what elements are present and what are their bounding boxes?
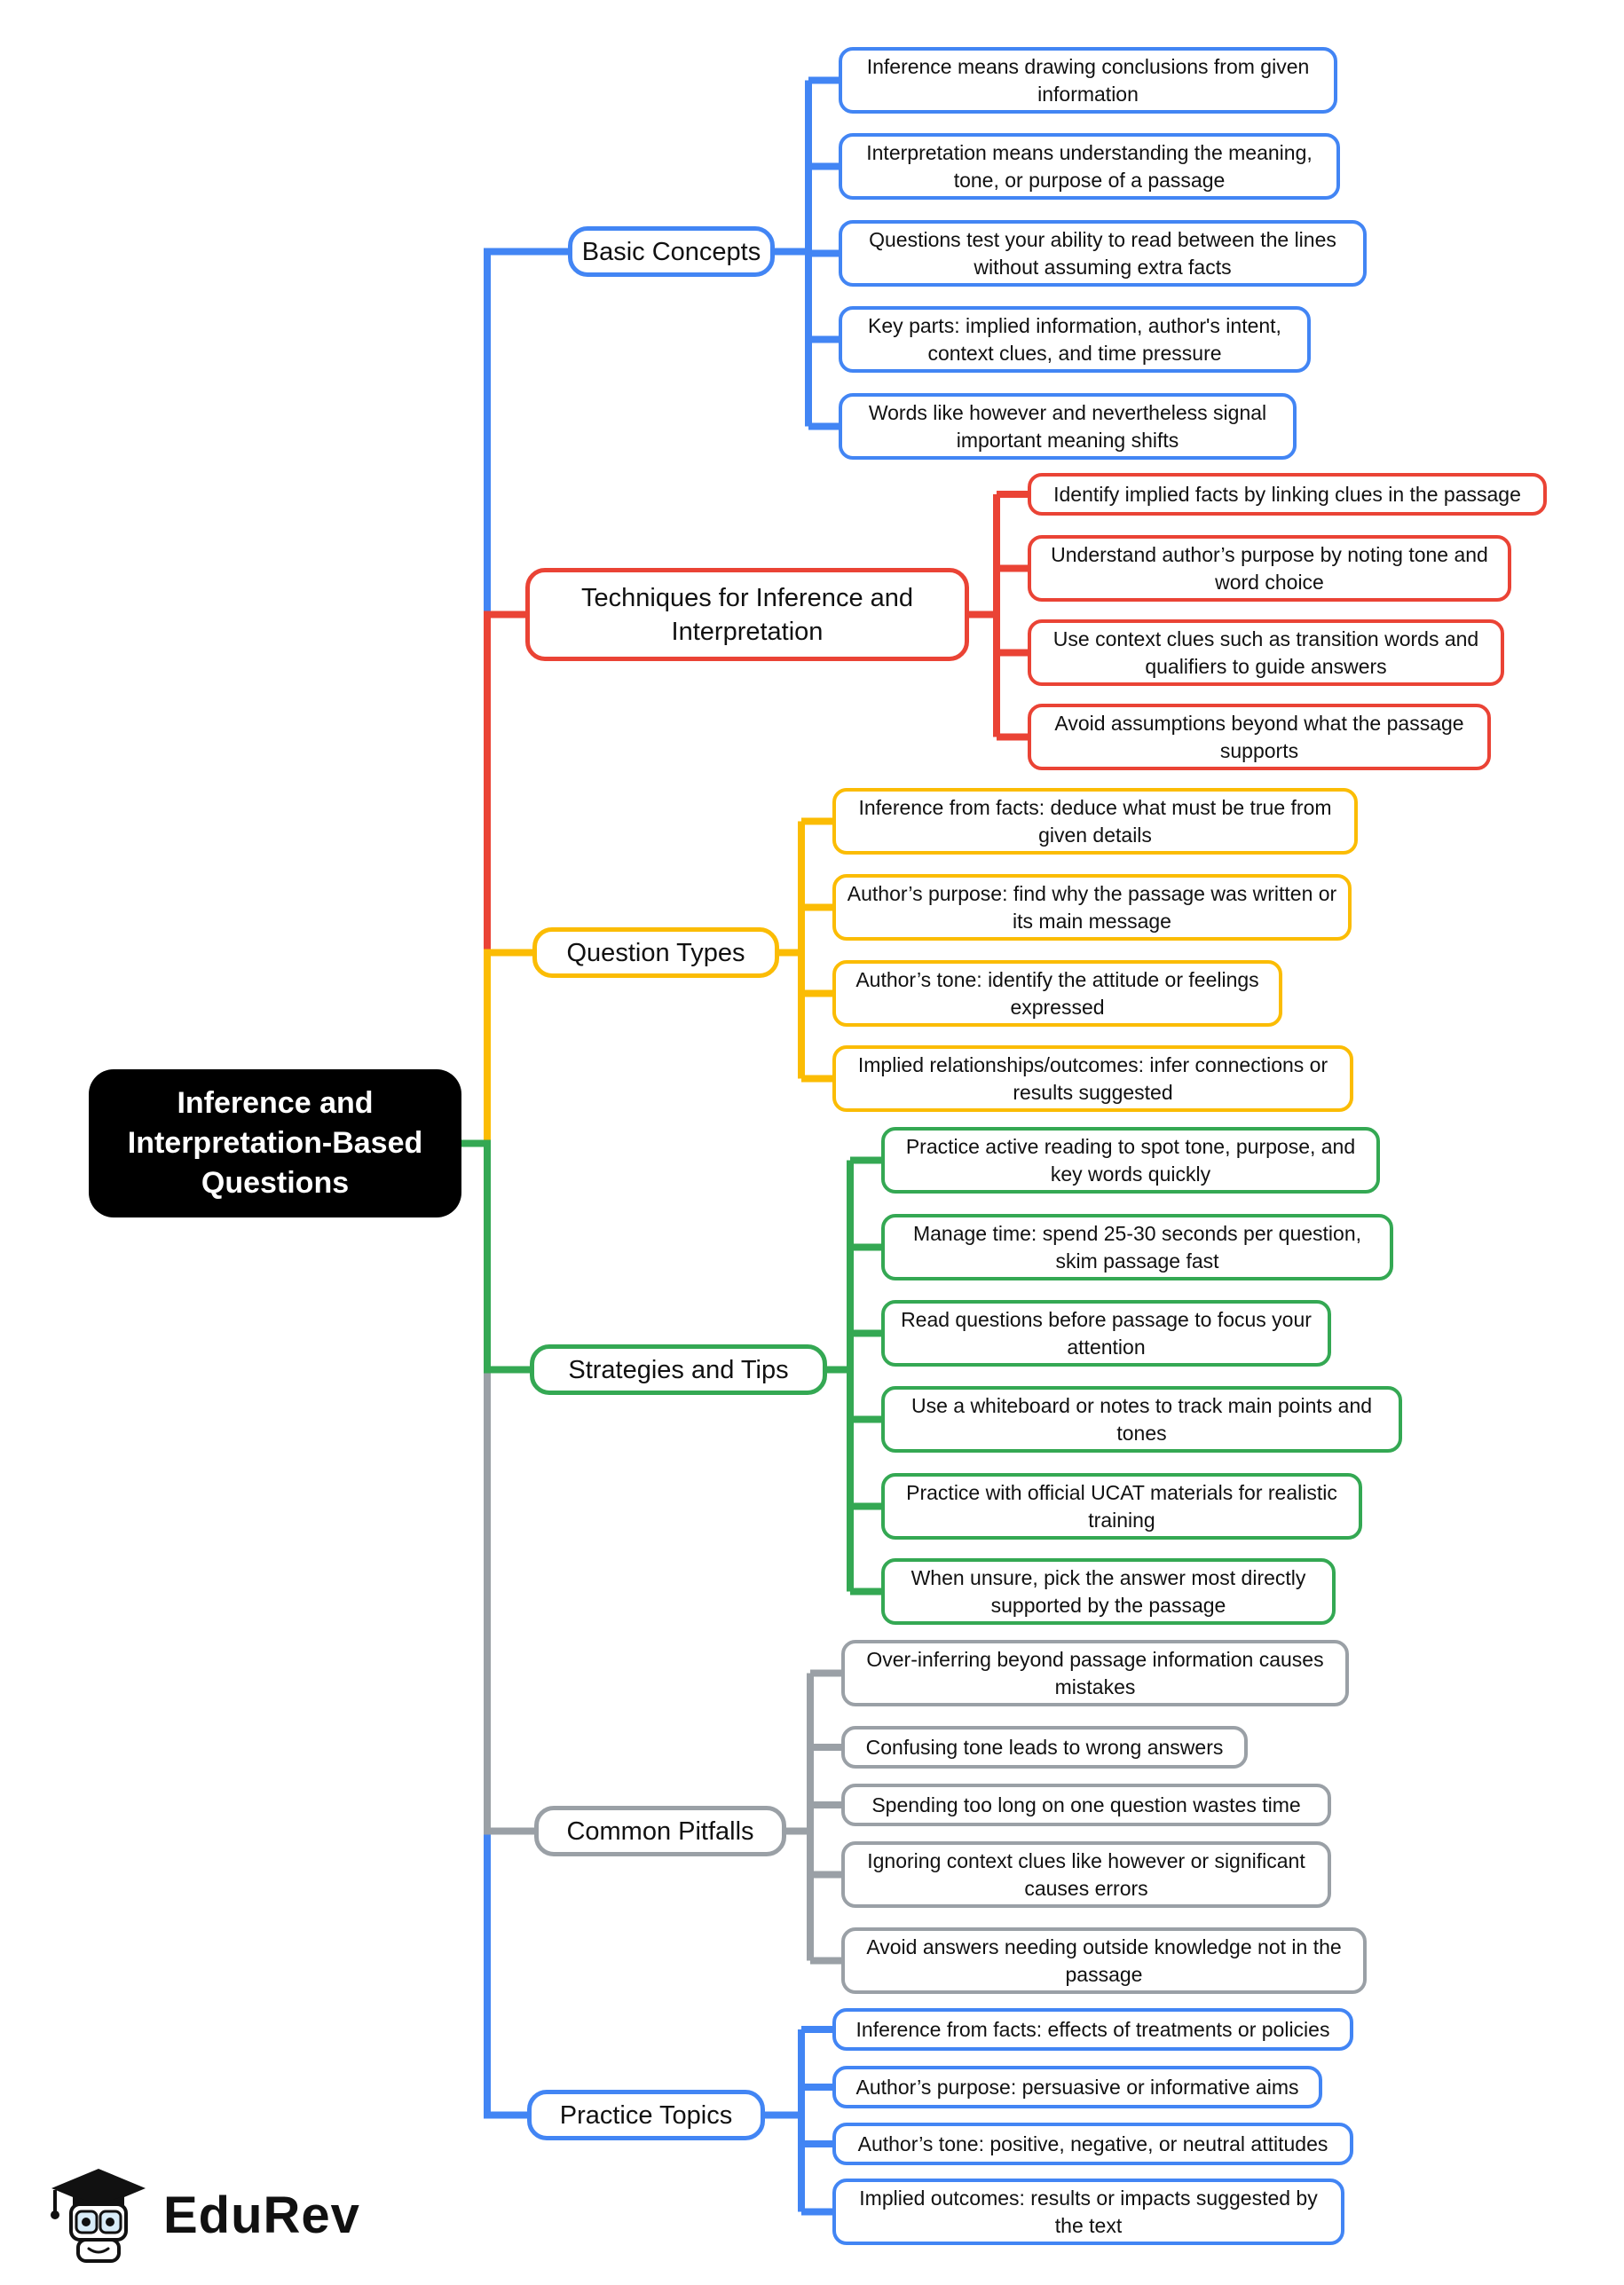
- leaf-strategies-5[interactable]: Practice with official UCAT materials fo…: [881, 1473, 1362, 1540]
- branch-common-pitfalls[interactable]: Common Pitfalls: [534, 1806, 786, 1856]
- branch-question-types[interactable]: Question Types: [532, 927, 779, 978]
- leaf-strategies-3[interactable]: Read questions before passage to focus y…: [881, 1300, 1331, 1367]
- leaf-connectors-strategies: [827, 1156, 881, 1596]
- leaf-connectors-common-pitfalls: [786, 1669, 841, 1965]
- leaf-strategies-6[interactable]: When unsure, pick the answer most direct…: [881, 1558, 1336, 1625]
- branch-techniques[interactable]: Techniques for Inference and Interpretat…: [525, 568, 969, 661]
- branch-basic-concepts[interactable]: Basic Concepts: [568, 226, 775, 277]
- leaf-techniques-2[interactable]: Understand author’s purpose by noting to…: [1028, 535, 1511, 602]
- leaf-connectors-practice-topics: [765, 2026, 832, 2216]
- leaf-basic-concepts-2[interactable]: Interpretation means understanding the m…: [839, 133, 1340, 200]
- leaf-common-pitfalls-1[interactable]: Over-inferring beyond passage informatio…: [841, 1640, 1349, 1706]
- edurev-logo-text: EduRev: [163, 2186, 360, 2244]
- connector-branch-question-types: [461, 949, 532, 1147]
- leaf-question-types-3[interactable]: Author’s tone: identify the attitude or …: [832, 960, 1282, 1027]
- leaf-techniques-3[interactable]: Use context clues such as transition wor…: [1028, 619, 1504, 686]
- leaf-practice-topics-2[interactable]: Author’s purpose: persuasive or informat…: [832, 2066, 1322, 2108]
- connector-branch-practice-topics: [461, 1139, 527, 2119]
- connector-branch-techniques: [461, 611, 525, 1147]
- leaf-basic-concepts-3[interactable]: Questions test your ability to read betw…: [839, 220, 1367, 287]
- root-node[interactable]: Inference and Interpretation-Based Quest…: [89, 1069, 461, 1217]
- leaf-strategies-1[interactable]: Practice active reading to spot tone, pu…: [881, 1127, 1380, 1194]
- leaf-basic-concepts-5[interactable]: Words like however and nevertheless sign…: [839, 393, 1297, 460]
- leaf-strategies-2[interactable]: Manage time: spend 25-30 seconds per que…: [881, 1214, 1393, 1280]
- leaf-connectors-basic-concepts: [775, 76, 839, 430]
- leaf-basic-concepts-1[interactable]: Inference means drawing conclusions from…: [839, 47, 1337, 114]
- edurev-mascot-icon: [51, 2169, 146, 2263]
- leaf-practice-topics-1[interactable]: Inference from facts: effects of treatme…: [832, 2008, 1353, 2051]
- leaf-common-pitfalls-4[interactable]: Ignoring context clues like however or s…: [841, 1841, 1331, 1908]
- branch-strategies[interactable]: Strategies and Tips: [530, 1344, 827, 1395]
- leaf-question-types-2[interactable]: Author’s purpose: find why the passage w…: [832, 874, 1352, 941]
- leaf-question-types-1[interactable]: Inference from facts: deduce what must b…: [832, 788, 1358, 855]
- connector-branch-strategies: [461, 1139, 530, 1374]
- leaf-practice-topics-4[interactable]: Implied outcomes: results or impacts sug…: [832, 2179, 1344, 2245]
- leaf-connectors-techniques: [969, 491, 1028, 741]
- leaf-connectors-question-types: [779, 817, 832, 1083]
- leaf-strategies-4[interactable]: Use a whiteboard or notes to track main …: [881, 1386, 1402, 1453]
- connector-branch-basic-concepts: [461, 248, 568, 1147]
- edurev-logo: EduRev: [46, 2165, 360, 2265]
- branch-practice-topics[interactable]: Practice Topics: [527, 2090, 765, 2140]
- leaf-techniques-4[interactable]: Avoid assumptions beyond what the passag…: [1028, 704, 1491, 770]
- leaf-common-pitfalls-3[interactable]: Spending too long on one question wastes…: [841, 1784, 1331, 1826]
- leaf-common-pitfalls-2[interactable]: Confusing tone leads to wrong answers: [841, 1726, 1248, 1769]
- leaf-basic-concepts-4[interactable]: Key parts: implied information, author's…: [839, 306, 1311, 373]
- leaf-question-types-4[interactable]: Implied relationships/outcomes: infer co…: [832, 1045, 1353, 1112]
- connector-branch-common-pitfalls: [461, 1139, 534, 1835]
- leaf-practice-topics-3[interactable]: Author’s tone: positive, negative, or ne…: [832, 2123, 1353, 2165]
- leaf-techniques-1[interactable]: Identify implied facts by linking clues …: [1028, 473, 1547, 516]
- leaf-common-pitfalls-5[interactable]: Avoid answers needing outside knowledge …: [841, 1927, 1367, 1994]
